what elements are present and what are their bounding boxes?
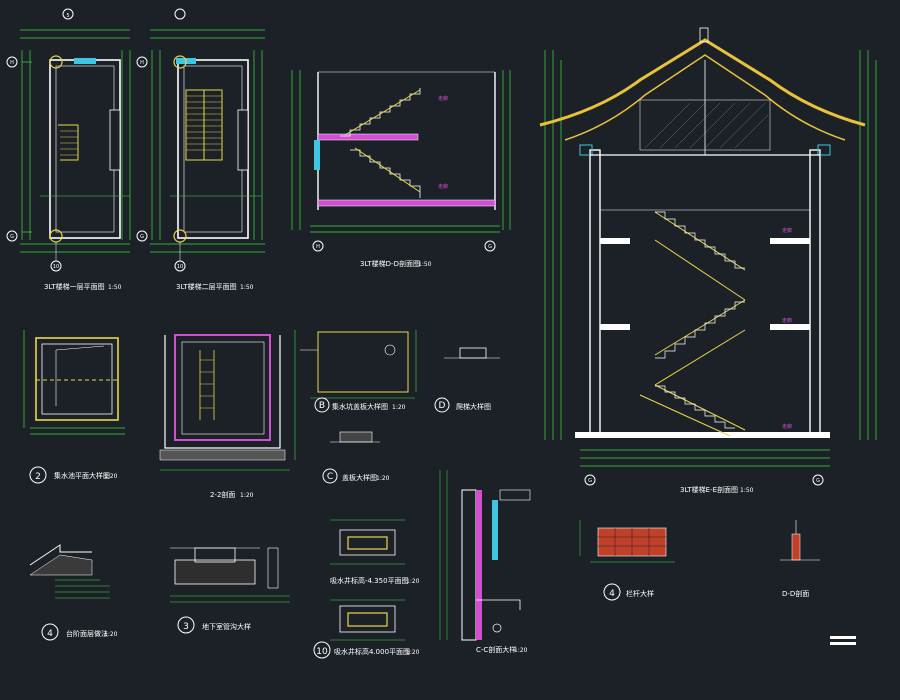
view-number: 4 [47, 629, 53, 639]
view-title: 地下室管沟大样 [202, 622, 251, 631]
room-label: 走廊 [782, 317, 792, 324]
view-scale: 1:20 [514, 647, 528, 654]
view-title: 盖板大样图 [342, 473, 377, 482]
view-title: D-D剖面 [782, 589, 809, 598]
stair-second-floor-plan: H G 10 3LT楼梯二层平面图 1:50 [136, 8, 265, 291]
axis-tag: 5 [66, 13, 69, 19]
view-title: 3LT楼梯E-E剖面图 [680, 485, 738, 494]
view-number: C [327, 472, 333, 482]
axis-tag: G [140, 234, 144, 240]
view-title: 3LT楼梯D-D剖面图 [360, 259, 420, 268]
view-number: 10 [316, 647, 328, 657]
view-scale: 1:50 [740, 487, 754, 494]
hamburger-menu-icon-bar [830, 642, 856, 645]
view-scale: 1:20 [104, 473, 118, 480]
cover-plate-detail: C 盖板大样图 1:20 [322, 431, 390, 484]
ladder-detail: D 爬梯大样图 [434, 347, 500, 413]
axis-tag: H [316, 244, 320, 250]
menu-button[interactable] [830, 633, 856, 649]
axis-tag: G [588, 478, 592, 484]
stair-first-floor-plan: 5 H G 10 3LT楼梯一层平面图 1:50 [6, 8, 131, 291]
view-title: 栏杆大样 [626, 589, 654, 598]
axis-tag: G [488, 244, 492, 250]
axis-tag: H [140, 60, 144, 66]
room-label: 走廊 [782, 423, 792, 430]
hamburger-menu-icon [830, 636, 856, 639]
view-title: 集水坑盖板大样图 [332, 402, 388, 411]
view-scale: 1:20 [406, 649, 420, 656]
view-title: 3LT楼梯二层平面图 [176, 282, 237, 291]
view-number: 3 [183, 622, 189, 632]
axis-tag: G [10, 234, 14, 240]
well-plan-4000: 10 吸水井标高4.000平面图 1:20 [313, 599, 420, 659]
sump-plan-detail: 2 集水池平面大样图 1:20 [23, 330, 125, 484]
axis-tag: 10 [53, 264, 59, 270]
view-scale: 1:20 [376, 475, 390, 482]
view-number: 4 [609, 589, 615, 599]
view-title: 吸水井标高-4.350平面图 [330, 576, 409, 585]
view-scale: 1:50 [240, 284, 254, 291]
room-label: 走廊 [782, 227, 792, 234]
view-number: B [319, 401, 325, 411]
view-title: C-C剖面大样 [476, 645, 516, 654]
view-number: 2 [35, 472, 41, 482]
sump-cover-detail: B 集水坑盖板大样图 1:20 [300, 330, 417, 413]
view-scale: 1:20 [406, 578, 420, 585]
view-title: 2-2剖面 [210, 490, 235, 499]
axis-tag: G [816, 478, 820, 484]
view-title: 集水池平面大样图 [54, 471, 110, 480]
basement-trench-detail: 3 地下室管沟大样 [170, 547, 290, 634]
view-scale: 1:50 [108, 284, 122, 291]
step-finish-detail: 4 台阶面层做法 1:20 [29, 544, 118, 641]
well-plan-minus-4350: 吸水井标高-4.350平面图 1:20 [330, 519, 420, 585]
room-label: 走廊 [438, 183, 448, 190]
view-title: 台阶面层做法 [66, 629, 108, 638]
view-scale: 1:20 [104, 631, 118, 638]
room-label: 走廊 [438, 95, 448, 102]
c-c-section-detail: C-C剖面大样 1:20 [439, 470, 531, 654]
view-title: 爬梯大样图 [456, 402, 491, 411]
view-scale: 1:20 [240, 492, 254, 499]
view-scale: 1:50 [418, 261, 432, 268]
stair-section-e-e: 走廊 走廊 走廊 G G 3LT楼梯E-E剖面图 1:50 [539, 27, 877, 494]
sump-section-2-2: 2-2剖面 1:20 [159, 330, 296, 499]
axis-tag: 10 [177, 264, 183, 270]
view-title: 3LT楼梯一层平面图 [44, 282, 105, 291]
view-number: D [439, 401, 446, 411]
stair-section-d-d: 走廊 走廊 H G 3LT楼梯D-D剖面图 1:50 [291, 70, 511, 268]
railing-detail: 4 栏杆大样 [579, 520, 675, 601]
d-d-small-section: D-D剖面 [780, 520, 820, 598]
view-scale: 1:20 [392, 404, 406, 411]
axis-tag: H [10, 60, 14, 66]
view-title: 吸水井标高4.000平面图 [334, 647, 410, 656]
